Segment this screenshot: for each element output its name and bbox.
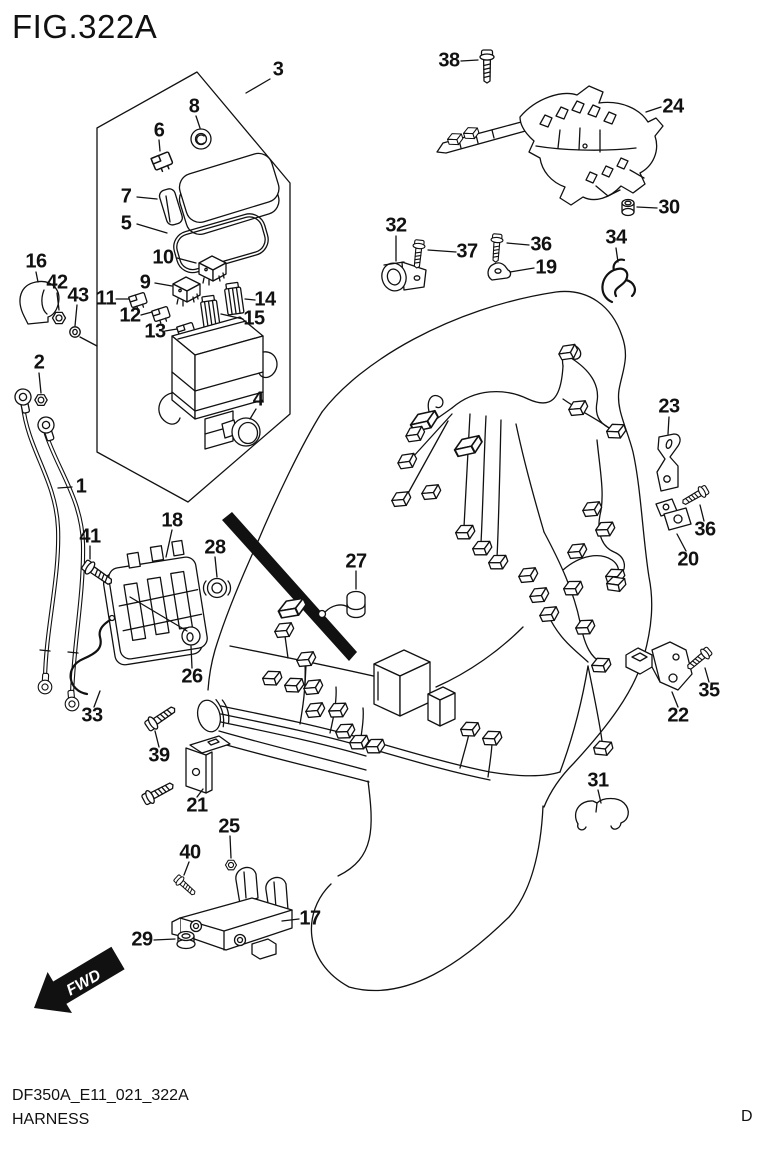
fwd-arrow: FWD [34, 946, 125, 1013]
bolt-39 [142, 702, 180, 734]
callout-27: 27 [345, 550, 367, 573]
bracket-20 [655, 498, 692, 531]
leader-lines [35, 59, 710, 941]
callout-5: 5 [120, 212, 132, 235]
callout-21: 21 [186, 794, 208, 817]
clamp-31 [574, 797, 629, 831]
callout-16: 16 [25, 250, 47, 273]
bolt-39b [139, 777, 177, 808]
callout-41: 41 [79, 525, 101, 548]
figure-title: FIG.322A [12, 8, 158, 45]
callout-23: 23 [658, 395, 680, 418]
callout-30: 30 [658, 196, 680, 219]
upper-harness [389, 340, 629, 677]
lower-harness [196, 594, 615, 781]
washer-26 [181, 626, 201, 646]
callout-22: 22 [667, 704, 689, 727]
clip-34 [601, 258, 636, 304]
callout-7: 7 [120, 185, 132, 208]
bracket-17 [171, 866, 293, 960]
fuse-box-body [158, 316, 278, 450]
callout-34: 34 [605, 226, 627, 249]
callout-8: 8 [188, 95, 200, 118]
callout-2: 2 [33, 351, 45, 374]
page-marker: D [741, 1108, 753, 1125]
bolt-36-top [488, 233, 504, 264]
washer-43 [69, 326, 81, 338]
callout-28: 28 [204, 536, 226, 559]
pointer-wedge [222, 512, 357, 661]
callout-11: 11 [95, 287, 117, 310]
screw-40 [172, 873, 199, 899]
callout-15: 15 [243, 307, 265, 330]
callout-42: 42 [46, 271, 68, 294]
callout-24: 24 [662, 95, 684, 118]
gasket-5 [173, 213, 269, 274]
callout-40: 40 [179, 841, 201, 864]
callout-36b: 36 [694, 518, 716, 541]
callout-14: 14 [254, 288, 276, 311]
callout-6: 6 [153, 119, 165, 142]
battery-cable-1 [12, 386, 86, 712]
figure-name: HARNESS [12, 1111, 90, 1128]
boot-16 [19, 280, 60, 325]
nut-2 [34, 394, 48, 406]
callout-4: 4 [252, 388, 264, 411]
small-terminal [317, 604, 349, 619]
callout-32: 32 [385, 214, 407, 237]
cap-30 [621, 198, 635, 217]
callout-9: 9 [139, 271, 151, 294]
callout-29: 29 [131, 928, 153, 951]
callout-25: 25 [218, 815, 240, 838]
callout-18: 18 [161, 509, 183, 532]
left-parts [12, 280, 232, 712]
grommet-29 [176, 930, 196, 950]
bolt-38 [479, 49, 495, 84]
bracket-23 [656, 433, 681, 492]
harness-relay-box [373, 649, 431, 717]
grommet-28 [202, 577, 232, 599]
grommet-8 [190, 128, 212, 150]
clip-33-end [108, 614, 116, 622]
callout-17: 17 [299, 907, 321, 930]
cover-clip-7 [158, 188, 183, 226]
callout-38: 38 [438, 49, 460, 72]
bracket-22 [625, 641, 693, 691]
callout-12: 12 [119, 304, 141, 327]
clamp-19 [487, 262, 512, 281]
bolt-37 [410, 238, 427, 270]
callout-19: 19 [535, 256, 557, 279]
nut-42 [51, 311, 67, 325]
clip-33 [69, 618, 112, 696]
bracket-21 [185, 735, 231, 794]
bracket-24 [436, 85, 664, 206]
callout-3: 3 [272, 58, 284, 81]
callout-43: 43 [67, 284, 89, 307]
bottom-parts [139, 702, 293, 960]
callout-33: 33 [81, 704, 103, 727]
cap-4 [221, 417, 261, 447]
callout-10: 10 [152, 246, 174, 269]
callout-35: 35 [698, 679, 720, 702]
bolt-36-right [679, 483, 711, 509]
figure-code: DF350A_E11_021_322A [12, 1087, 189, 1104]
grommet-27 [346, 590, 366, 619]
callout-31: 31 [587, 769, 609, 792]
footer: DF350A_E11_021_322A HARNESS [12, 1084, 189, 1132]
bracket-18 [102, 539, 208, 666]
harness-relay-small [427, 686, 456, 727]
callout-13: 13 [144, 320, 166, 343]
nut-25 [224, 859, 238, 871]
callout-26: 26 [181, 665, 203, 688]
inset-box [96, 71, 291, 503]
right-side-parts [574, 433, 714, 831]
callout-1: 1 [75, 475, 87, 498]
callout-39: 39 [148, 744, 170, 767]
callout-20: 20 [677, 548, 699, 571]
callout-37: 37 [456, 240, 478, 263]
callout-36a: 36 [530, 233, 552, 256]
top-right-parts [381, 49, 664, 304]
clamp-32 [381, 261, 427, 292]
